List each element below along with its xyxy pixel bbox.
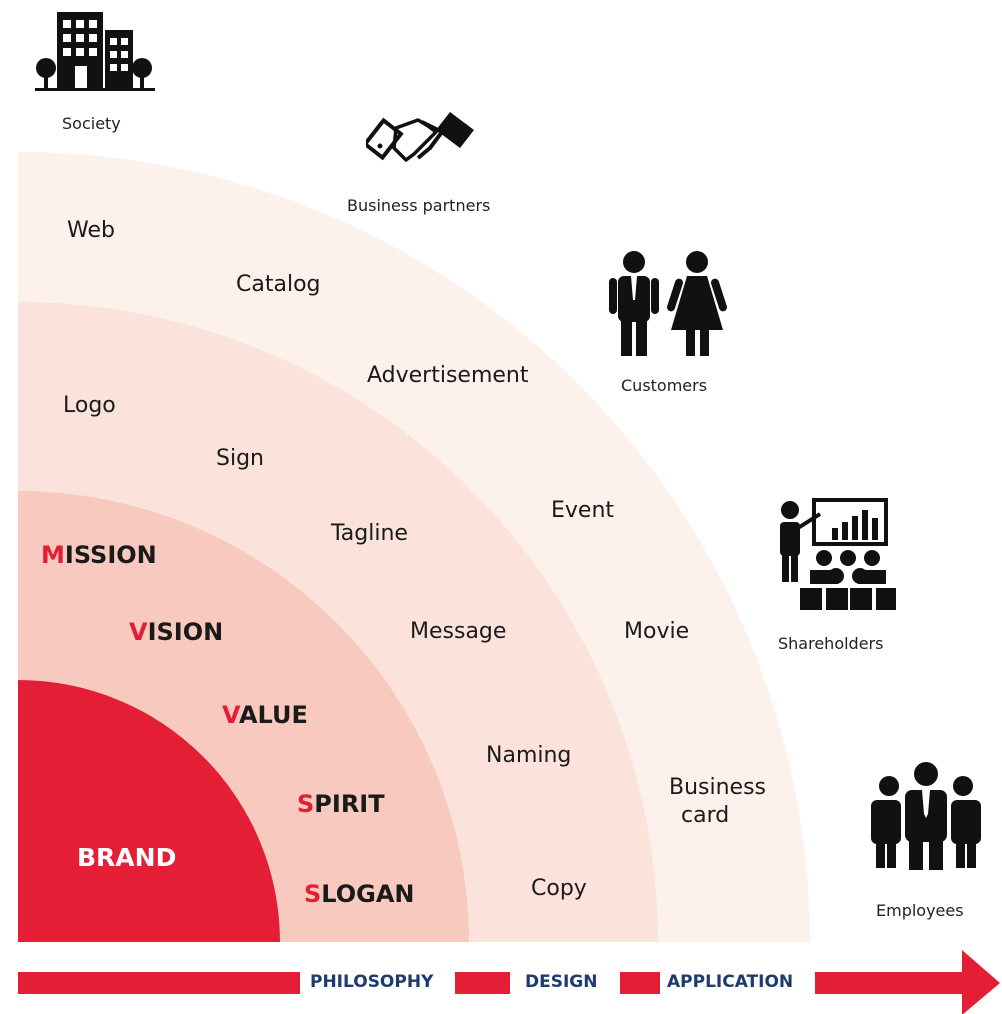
catalog-label: Catalog — [236, 272, 321, 297]
brand-core — [18, 680, 280, 942]
movie-label: Movie — [624, 619, 690, 644]
logo-label: Logo — [63, 393, 116, 418]
mission-label: MISSION — [41, 541, 157, 569]
axis-philosophy-label: PHILOSOPHY — [310, 972, 434, 992]
shareholders-label: Shareholders — [778, 634, 884, 653]
employees-label: Employees — [876, 901, 964, 920]
axis-arrow — [18, 950, 1000, 1014]
event-label: Event — [551, 498, 615, 523]
business-partners-label: Business partners — [347, 196, 491, 215]
employees-icon — [871, 762, 981, 870]
sign-label: Sign — [216, 446, 264, 471]
axis-design-label: DESIGN — [525, 972, 598, 992]
buildings-icon — [35, 12, 155, 91]
naming-label: Naming — [486, 743, 572, 768]
advertisement-label: Advertisement — [367, 363, 529, 388]
message-label: Message — [410, 619, 507, 644]
value-label: VALUE — [222, 701, 308, 729]
business-label: Business — [669, 775, 767, 800]
presentation-icon — [780, 498, 896, 610]
spirit-label: SPIRIT — [297, 790, 385, 818]
customers-label: Customers — [621, 376, 708, 395]
handshake-icon — [366, 112, 474, 162]
card-label: card — [681, 803, 730, 828]
copy-label: Copy — [531, 876, 587, 901]
customers-icon — [609, 251, 728, 356]
tagline-label: Tagline — [331, 521, 408, 546]
society-label: Society — [62, 114, 121, 133]
axis-application-label: APPLICATION — [667, 972, 794, 992]
slogan-label: SLOGAN — [304, 880, 415, 908]
vision-label: VISION — [129, 618, 224, 646]
web-label: Web — [67, 218, 115, 243]
brand-label: BRAND — [77, 843, 177, 872]
